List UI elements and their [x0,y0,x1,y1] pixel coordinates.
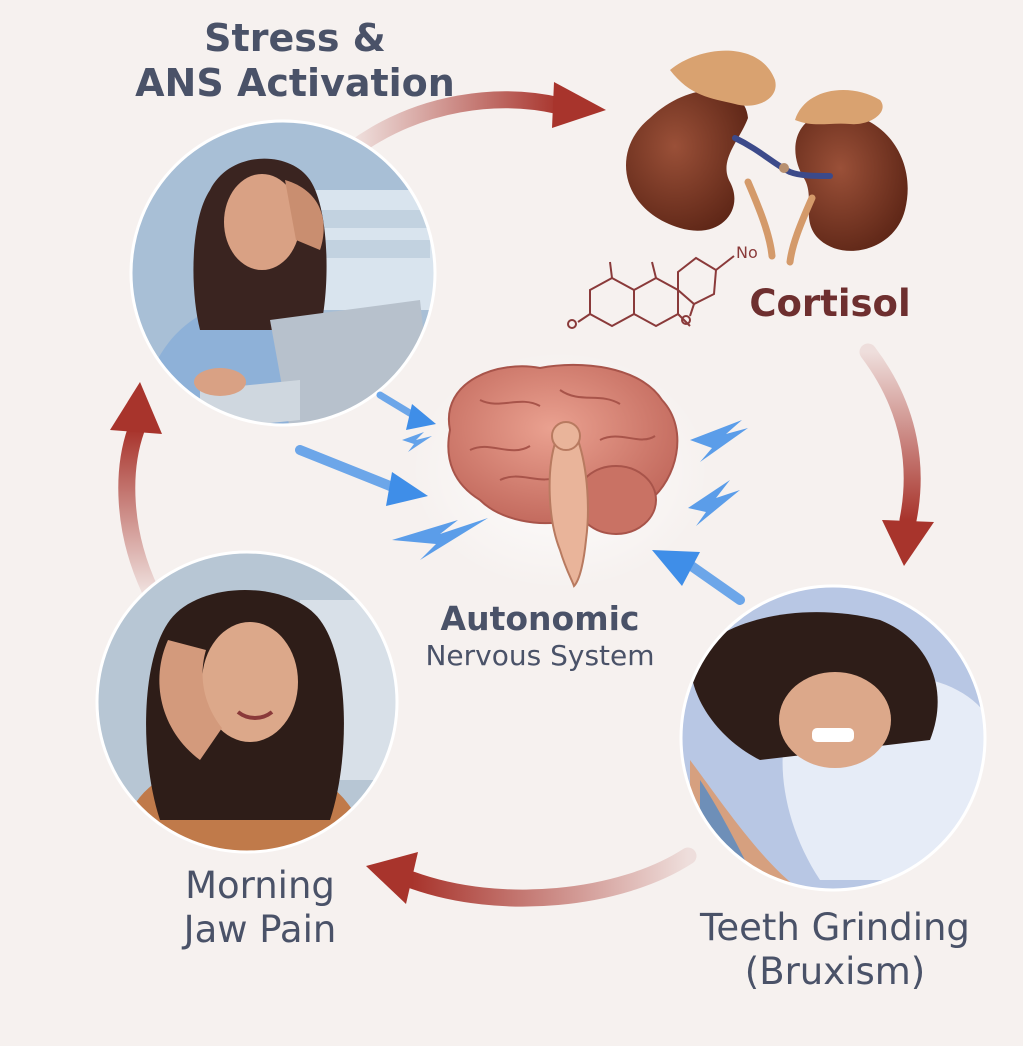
arrow-cortisol-to-grinding [859,343,934,566]
jaw-pain-label-line2: Jaw Pain [183,907,337,951]
teeth-grinding-illustration [681,586,985,890]
ans-label: Autonomic Nervous System [360,599,720,672]
stress-illustration [131,121,435,425]
grinding-label-line1: Teeth Grinding [700,906,970,949]
cortisol-label: Cortisol [749,282,911,325]
brain-icon [447,363,679,588]
stress-label: Stress & ANS Activation [120,16,470,106]
grinding-label: Teeth Grinding (Bruxism) [660,906,1010,993]
teeth-grinding-frame [679,584,987,892]
arrow-grinding-to-jawpain [366,847,697,907]
signal-arrow-from-grinding [652,550,745,605]
jaw-pain-label: Morning Jaw Pain [110,864,410,951]
ans-label-line1: Autonomic [440,599,640,638]
grinding-label-line2: (Bruxism) [744,949,926,993]
lightning-bolt-icon-left [392,518,488,560]
arrow-stress-to-cortisol [343,82,606,159]
stress-label-line2: ANS Activation [135,60,455,105]
jaw-pain-illustration [97,552,397,852]
adrenal-kidneys-illustration [626,50,908,266]
ans-label-line2: Nervous System [425,638,655,672]
lightning-bolt-icon-small [402,432,432,452]
stress-frame [129,119,437,427]
lightning-bolt-icon-right-top [690,420,748,462]
signal-arrow-upper [376,391,436,430]
lightning-bolt-icon-right-bottom [688,480,740,526]
jaw-pain-frame [95,550,399,854]
arrow-jawpain-to-stress [110,382,162,599]
stress-label-line1: Stress & [204,16,386,60]
cortisol-molecule-icon [567,255,735,329]
signal-arrow-from-stress [295,445,428,506]
molecule-label: No [736,243,758,262]
jaw-pain-label-line1: Morning [185,864,335,907]
